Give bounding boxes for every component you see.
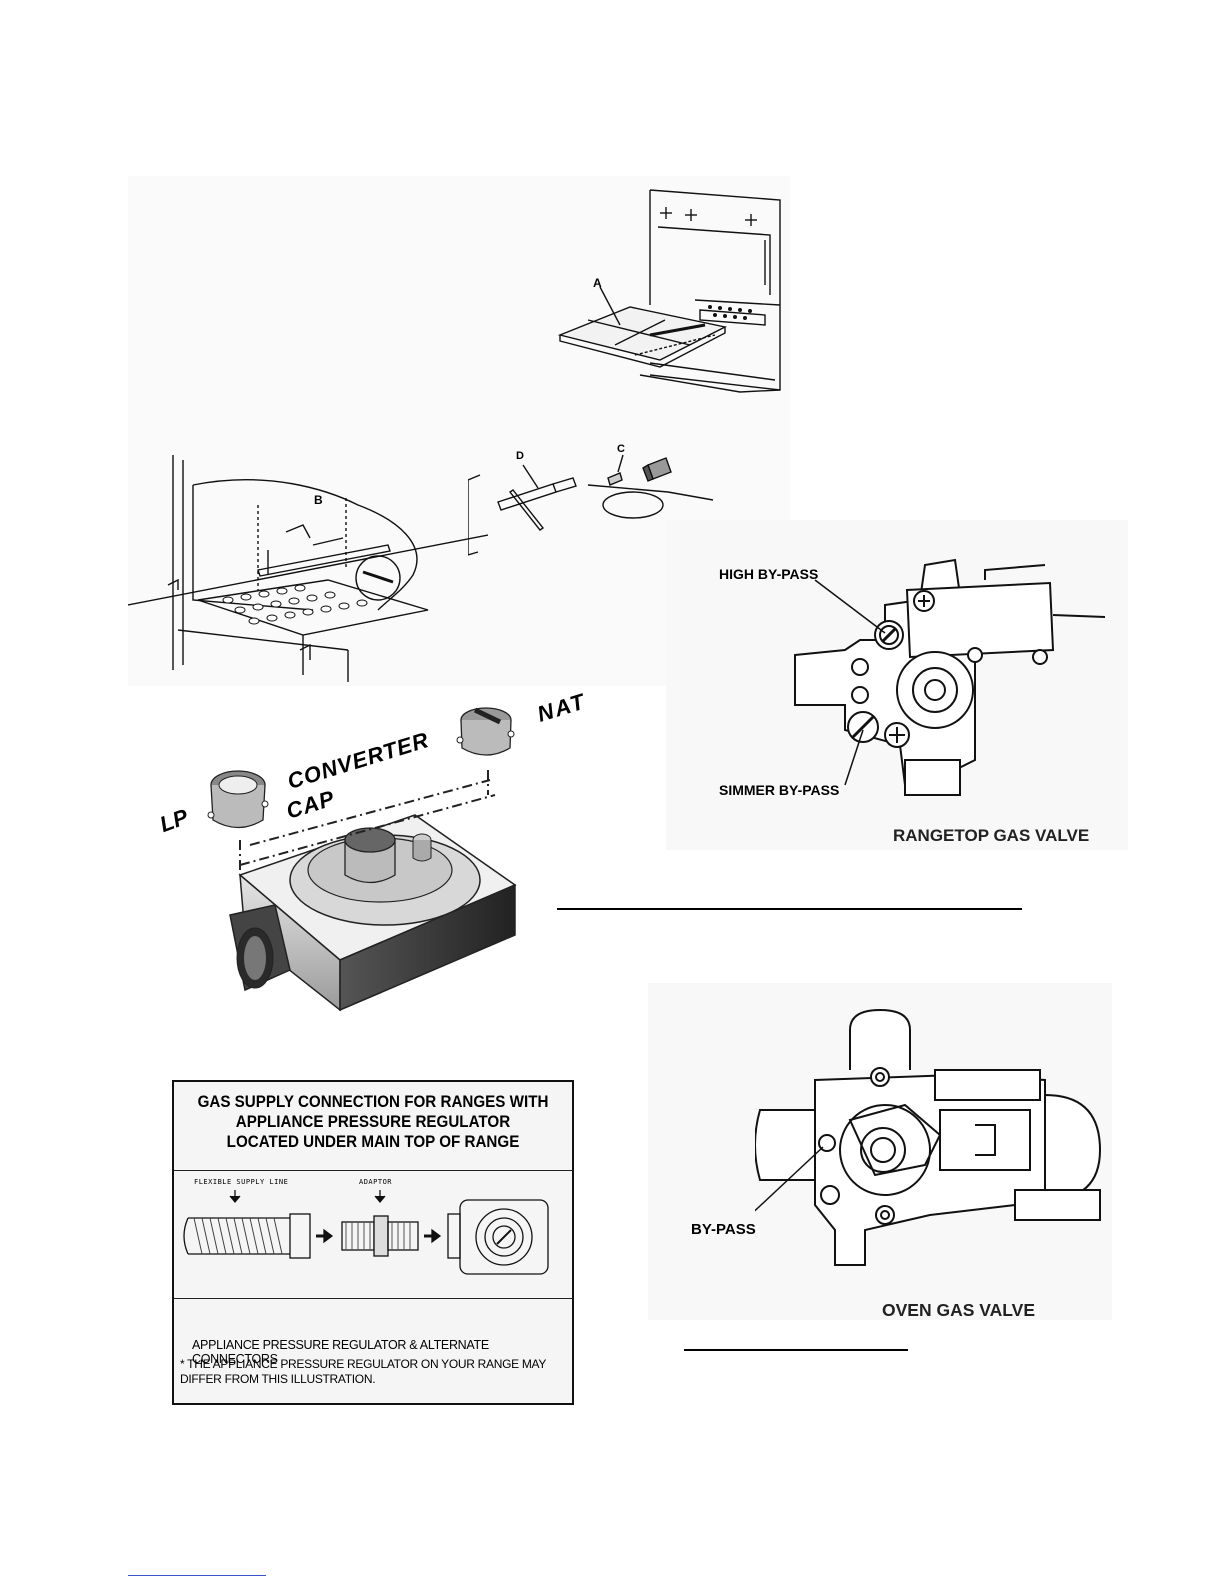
footnote-rule	[128, 1575, 266, 1576]
rangetop-valve-illustration	[794, 558, 1106, 796]
adaptor-label: ADAPTOR	[359, 1178, 393, 1186]
oven-valve-illustration	[755, 1008, 1102, 1266]
label-b: B	[314, 493, 323, 507]
flexible-supply-line-label: FLEXIBLE SUPPLY LINE	[194, 1178, 289, 1186]
notice-divider-top	[174, 1170, 572, 1171]
section-rule-lower	[684, 1349, 908, 1351]
gas-supply-notice: GAS SUPPLY CONNECTION FOR RANGES WITH AP…	[172, 1080, 574, 1405]
connection-diagram	[183, 1190, 549, 1275]
rangetop-valve-caption: RANGETOP GAS VALVE	[893, 826, 1090, 845]
notice-footer-note: * THE APPLIANCE PRESSURE REGULATOR ON YO…	[180, 1357, 546, 1386]
label-a: A	[593, 276, 602, 290]
label-simmer-bypass: SIMMER BY-PASS	[719, 782, 840, 798]
notice-heading-line-2: APPLIANCE PRESSURE REGULATOR	[235, 1113, 511, 1131]
section-rule-upper	[557, 908, 1022, 910]
label-d: D	[516, 450, 524, 462]
label-bypass: BY-PASS	[691, 1221, 756, 1238]
oven-cavity-illustration	[557, 189, 781, 393]
label-high-bypass: HIGH BY-PASS	[719, 566, 819, 582]
pressure-regulator-illustration	[207, 707, 517, 1012]
label-c: C	[617, 443, 625, 455]
notice-heading-line-1: GAS SUPPLY CONNECTION FOR RANGES WITH	[197, 1093, 549, 1111]
notice-divider-bottom	[174, 1298, 572, 1299]
broiler-burner-illustration	[128, 455, 488, 682]
notice-heading-line-3: LOCATED UNDER MAIN TOP OF RANGE	[226, 1133, 520, 1151]
notice-footer-title: APPLIANCE PRESSURE REGULATOR & ALTERNATE…	[192, 1338, 489, 1366]
oven-valve-caption: OVEN GAS VALVE	[882, 1300, 1035, 1320]
orifice-tool-illustration	[468, 454, 714, 556]
notice-heading: GAS SUPPLY CONNECTION FOR RANGES WITH AP…	[190, 1092, 556, 1152]
label-nat: NAT	[534, 688, 590, 727]
label-lp: LP	[156, 803, 192, 838]
